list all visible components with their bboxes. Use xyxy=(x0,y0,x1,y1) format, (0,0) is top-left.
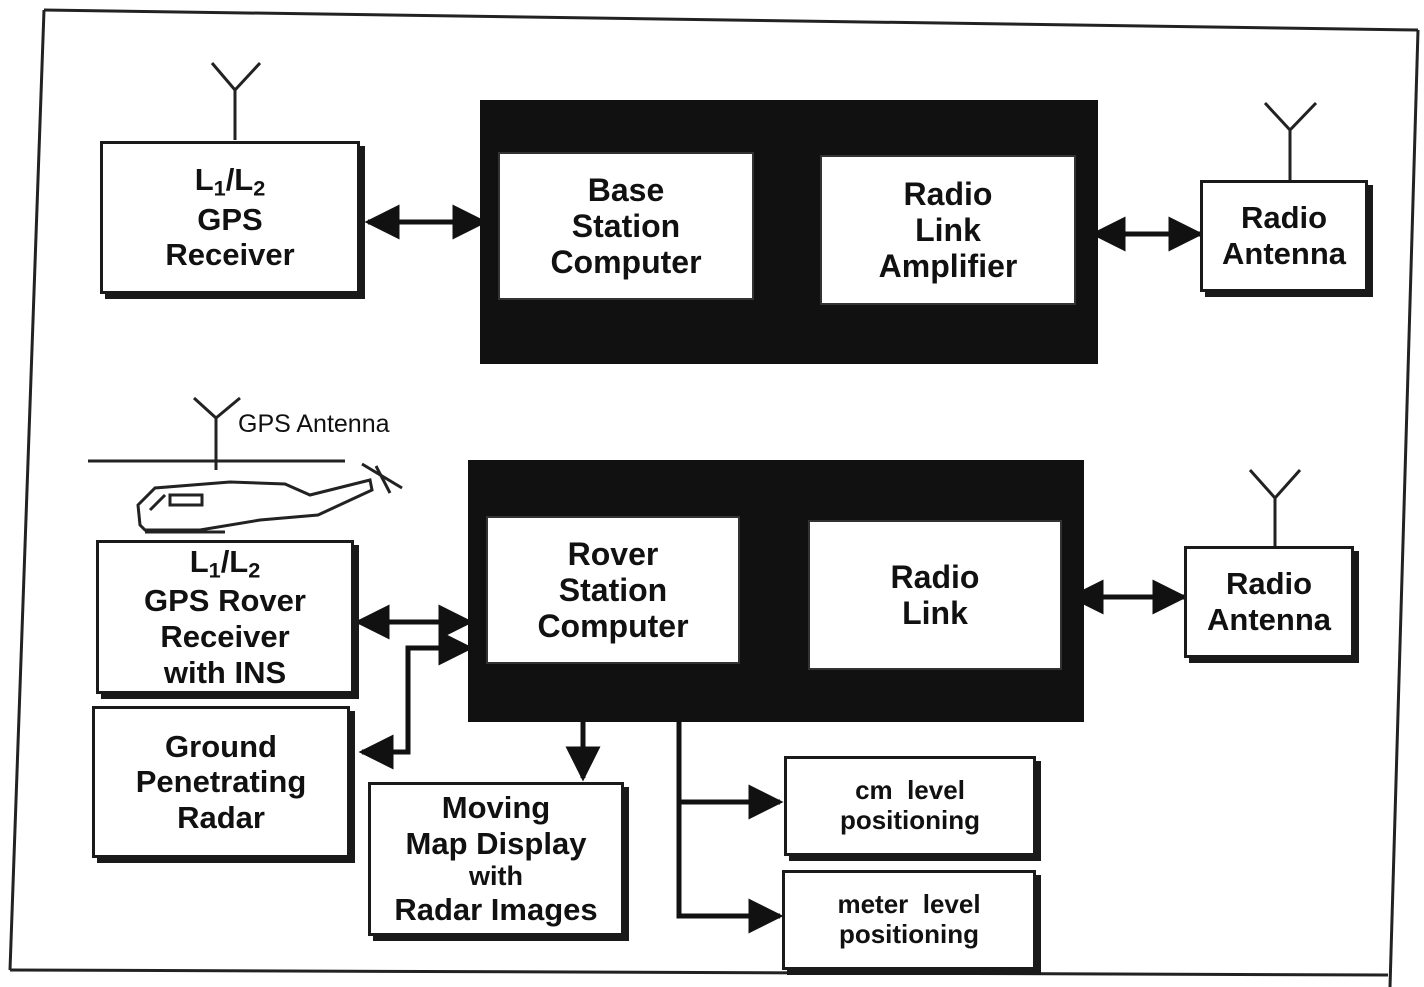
rover-computer-line1: Rover xyxy=(567,535,659,572)
rover-computer-line3: Computer xyxy=(537,608,689,645)
cm-line2: positioning xyxy=(839,805,981,835)
meter-line2: positioning xyxy=(838,919,980,949)
arrow-radar-computer xyxy=(358,630,474,770)
meter-line1: meter level xyxy=(837,889,981,920)
base-receiver-line2: GPS xyxy=(197,201,263,237)
helicopter-icon xyxy=(88,459,403,534)
rover-receiver-line3: Receiver xyxy=(160,618,290,654)
cm-line1: cm level xyxy=(855,775,965,806)
rover-receiver-line2: GPS Rover xyxy=(144,583,306,619)
outer-border xyxy=(8,8,1420,987)
radar-line3: Radar xyxy=(177,799,265,835)
base-radio-antenna-box: Radio Antenna xyxy=(1200,180,1368,292)
rover-computer-line2: Station xyxy=(558,571,668,608)
rover-gps-receiver-box: L1/L2 GPS Rover Receiver with INS xyxy=(96,540,354,694)
moving-map-display-box: Moving Map Display with Radar Images xyxy=(368,782,624,936)
arrows xyxy=(354,204,1204,934)
radio-link-box: Radio Link xyxy=(808,520,1062,670)
rover-radio-line1: Radio xyxy=(890,558,980,595)
rover-radio-line2: Link xyxy=(902,595,968,631)
base-radio-line1: Radio xyxy=(903,175,993,212)
base-computer-line2: Station xyxy=(571,207,681,244)
base-computer-line3: Computer xyxy=(550,244,702,281)
radio-antenna-icon xyxy=(1263,101,1318,180)
map-line1: Moving xyxy=(441,790,551,826)
radio-link-amplifier-box: Radio Link Amplifier xyxy=(820,155,1076,305)
base-radio-line3: Amplifier xyxy=(878,248,1018,285)
map-line3: with xyxy=(469,861,523,892)
base-receiver-line1: L1/L2 xyxy=(194,162,266,201)
radar-line2: Penetrating xyxy=(135,764,307,800)
rover-gps-antenna-icon xyxy=(192,396,241,470)
arrow-to-cm xyxy=(676,720,784,820)
map-line4: Radar Images xyxy=(394,892,598,928)
rover-antenna-line1: Radio xyxy=(1225,566,1313,602)
base-antenna-line2: Antenna xyxy=(1222,236,1346,271)
radar-line1: Ground xyxy=(165,728,277,764)
base-receiver-line3: Receiver xyxy=(165,237,295,273)
gps-antenna-label: GPS Antenna xyxy=(238,410,390,438)
rover-receiver-line1: L1/L2 xyxy=(189,543,261,583)
base-station-computer-box: Base Station Computer xyxy=(498,152,754,300)
base-antenna-line1: Radio xyxy=(1240,200,1328,236)
cm-level-positioning-box: cm level positioning xyxy=(784,756,1036,856)
gps-antenna-icon xyxy=(210,61,262,140)
base-radio-line2: Link xyxy=(915,211,981,248)
rover-antenna-line2: Antenna xyxy=(1207,602,1331,637)
rover-radio-antenna-icon xyxy=(1248,469,1302,548)
rover-radio-antenna-box: Radio Antenna xyxy=(1184,546,1354,658)
map-line2: Map Display xyxy=(405,825,587,861)
rover-receiver-line4: with INS xyxy=(163,654,287,690)
base-computer-line1: Base xyxy=(587,171,665,208)
base-gps-receiver-box: L1/L2 GPS Receiver xyxy=(100,141,360,294)
rover-station-computer-box: Rover Station Computer xyxy=(486,516,740,664)
ground-penetrating-radar-box: Ground Penetrating Radar xyxy=(92,706,350,858)
meter-level-positioning-box: meter level positioning xyxy=(782,870,1036,970)
arrow-to-meter xyxy=(676,802,784,934)
